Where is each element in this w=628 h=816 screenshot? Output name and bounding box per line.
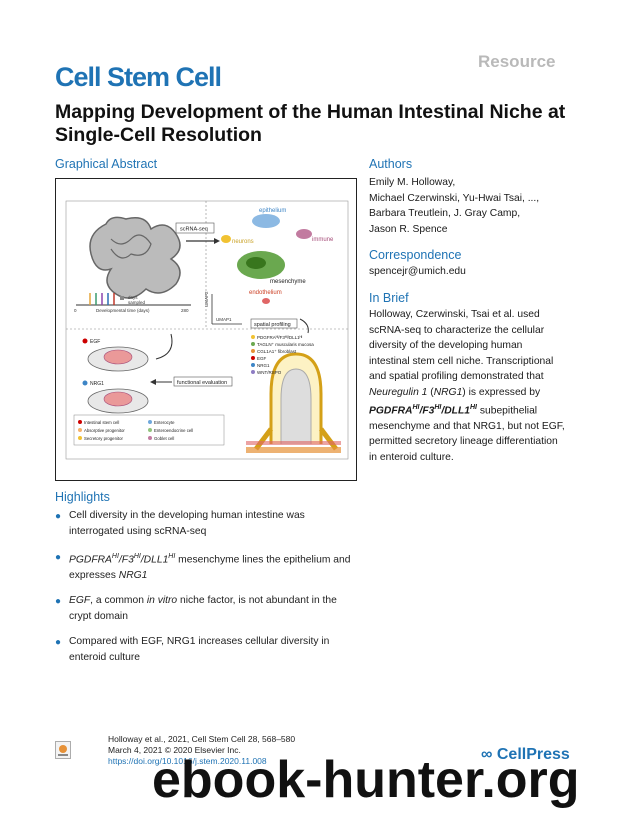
cellpress-logo: ∞ CellPress: [481, 746, 570, 763]
bullet-icon: ●: [55, 637, 62, 649]
in-brief-heading: In Brief: [369, 291, 409, 305]
legend-bottom-left-1: Absorptive progenitor: [84, 428, 125, 433]
legend-right-4: NRG1: [257, 363, 270, 368]
legend-right-3: EGF: [257, 356, 267, 361]
author-line: Michael Czerwinski, Yu-Hwai Tsai, ...,: [369, 192, 540, 204]
mesenchyme-label: mesenchyme: [270, 279, 306, 285]
legend-bottom-left-2: Secretory progenitor: [84, 436, 123, 441]
t280-label: 280: [181, 308, 189, 313]
highlight-item: ●EGF, a common in vitro niche factor, is…: [55, 595, 337, 622]
scrnaseq-label: scRNA-seq: [180, 227, 208, 233]
resource-label: Resource: [478, 52, 556, 71]
spatial-profiling-label: spatial profiling: [254, 322, 291, 328]
nrg1-label: NRG1: [90, 381, 104, 387]
egf-label: EGF: [90, 339, 100, 345]
graphical-abstract-box: days sampled 0 280 Developmental time (d…: [55, 178, 357, 481]
legend-bottom-right-1: Enteroendocrine cell: [154, 428, 193, 433]
highlight-item: ●Compared with EGF, NRG1 increases cellu…: [55, 636, 330, 663]
article-title: Mapping Development of the Human Intesti…: [55, 101, 566, 146]
authors-heading: Authors: [369, 157, 413, 171]
epithelium-label: epithelium: [259, 208, 286, 214]
elsevier-logo-icon: [55, 741, 71, 759]
dev-time-label: Developmental time (days): [96, 308, 150, 313]
functional-evaluation-label: functional evaluation: [177, 380, 227, 386]
date-line: March 4, 2021 © 2020 Elsevier Inc.: [108, 745, 241, 755]
umap2-label: UMAP2: [204, 291, 209, 307]
neurons-label: neurons: [232, 239, 254, 245]
authors-list: Emily M. Holloway, Michael Czerwinski, Y…: [369, 175, 579, 237]
endothelium-label: endothelium: [249, 290, 282, 296]
immune-label: immune: [312, 237, 334, 243]
correspondence-email[interactable]: spencejr@umich.edu: [369, 266, 466, 277]
legend-bottom-right-0: Enterocyte: [154, 420, 175, 425]
author-line: Jason R. Spence: [369, 223, 448, 235]
legend-right-5: WNT/RSPO: [257, 370, 282, 375]
author-line: Barbara Treutlein, J. Gray Camp,: [369, 208, 521, 219]
graphical-abstract-heading: Graphical Abstract: [55, 157, 158, 171]
doi-link[interactable]: https://doi.org/10.1016/j.stem.2020.11.0…: [108, 756, 267, 766]
sampled-label: sampled: [128, 300, 146, 305]
correspondence-heading: Correspondence: [369, 248, 462, 262]
in-brief-text: Holloway, Czerwinski, Tsai et al. used s…: [369, 309, 565, 463]
watermark-text: ebook-hunter.org: [152, 751, 580, 809]
legend-right-2: CGL1A1⁺ fibroblast: [257, 349, 297, 354]
highlight-item: ●Cell diversity in the developing human …: [55, 510, 305, 537]
author-line: Emily M. Holloway,: [369, 177, 456, 188]
bullet-icon: ●: [55, 511, 62, 522]
citation-footer: Holloway et al., 2021, Cell Stem Cell 28…: [108, 734, 295, 767]
highlight-item: ●PGDFRAHI/F3HI/DLL1HI mesenchyme lines t…: [55, 552, 351, 581]
legend-bottom-left-0: Intestinal stem cell: [84, 420, 119, 425]
days-label: days: [128, 295, 138, 300]
cellpress-icon: ∞: [481, 746, 497, 763]
legend-right-1: TAGLN⁺ muscularis mucosa: [257, 342, 314, 347]
citation-line: Holloway et al., 2021, Cell Stem Cell 28…: [108, 734, 296, 744]
bullet-icon: ●: [55, 552, 62, 563]
graphical-abstract-figure: days sampled 0 280 Developmental time (d…: [65, 200, 349, 460]
bullet-icon: ●: [55, 596, 62, 608]
highlights-list: ●Cell diversity in the developing human …: [55, 508, 355, 675]
journal-name: Cell Stem Cell: [55, 62, 222, 92]
legend-bottom-right-2: Goblet cell: [154, 436, 174, 441]
umap1-label: UMAP1: [216, 317, 232, 322]
legend-right-0: PDGFRAᴴᴵ/F3ᴴᴵ/DLL1ᴴᴵ: [257, 335, 303, 340]
highlights-heading: Highlights: [55, 490, 110, 504]
t0-label: 0: [74, 308, 77, 313]
